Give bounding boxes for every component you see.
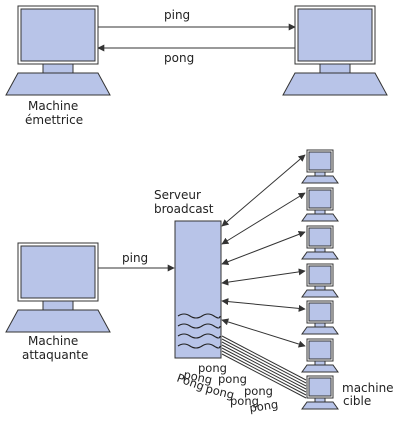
pong-word-5: pong <box>182 367 213 387</box>
attacker-label-line2: attaquante <box>22 348 88 362</box>
target-label-line1: machine <box>342 381 394 395</box>
network-machine-4 <box>301 263 339 298</box>
server-label-line2: broadcast <box>154 202 214 216</box>
pong-word-6: pong <box>204 381 235 402</box>
sender-label-line1: Machine <box>28 99 78 113</box>
network-machine-5 <box>301 300 339 335</box>
pong-word-4: pong <box>230 394 259 408</box>
sender-machine <box>5 5 111 96</box>
broadcast-arrow-1 <box>221 154 306 227</box>
attacker-machine <box>5 242 111 333</box>
broadcast-arrow-3 <box>221 231 306 265</box>
bottom-section: Machine attaquante ping Serveur broadcas… <box>5 149 394 415</box>
top-pong-label: pong <box>164 51 194 65</box>
network-machine-6 <box>301 338 339 373</box>
broadcast-server <box>174 220 222 359</box>
sender-label-line2: émettrice <box>25 113 83 127</box>
pong-flood-lines <box>221 335 307 399</box>
receiver-machine <box>282 5 388 96</box>
broadcast-arrow-6 <box>221 318 306 348</box>
broadcast-arrow-4 <box>221 268 306 286</box>
network-machine-1 <box>301 149 339 184</box>
pong-word-8: pong <box>248 397 279 415</box>
broadcast-arrow-5 <box>221 298 306 312</box>
network-machine-2 <box>301 187 339 222</box>
pong-word-1: pong <box>198 361 227 375</box>
attacker-label-line1: Machine <box>28 334 78 348</box>
server-label-line1: Serveur <box>154 188 201 202</box>
target-label-line2: cible <box>343 394 371 408</box>
network-machine-3 <box>301 225 339 260</box>
top-section: ping pong Machine émettrice <box>5 5 388 127</box>
attack-ping-label: ping <box>122 251 148 265</box>
target-machine <box>301 375 339 410</box>
pong-word-3: pong <box>244 384 273 398</box>
top-ping-label: ping <box>164 8 190 22</box>
pong-word-2: pong <box>218 372 247 386</box>
